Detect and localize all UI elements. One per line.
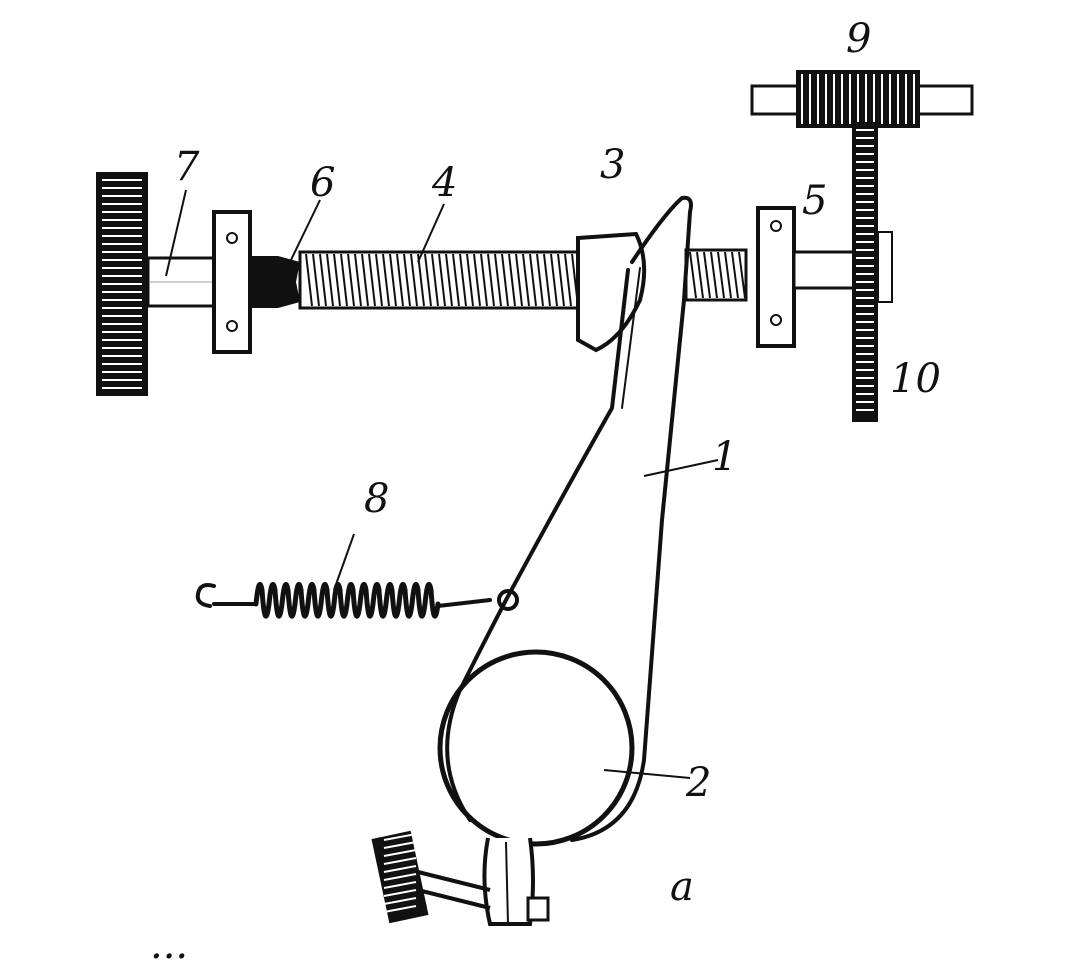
leader-lines (165, 189, 719, 779)
screw-right (684, 248, 748, 302)
label-ring: 2 (685, 760, 711, 806)
label-cam-block: 3 (600, 142, 625, 188)
pinion-shaft (750, 70, 974, 128)
label-bearing-right: 5 (802, 178, 827, 224)
handwheel (96, 172, 148, 396)
shaft-right (792, 250, 856, 290)
lead-screw (298, 250, 580, 310)
clamp-screw (371, 830, 550, 924)
cam-block (576, 231, 647, 353)
spring (195, 581, 519, 619)
ring (437, 649, 635, 926)
label-handwheel: 7 (174, 144, 200, 190)
shaft-left (146, 256, 218, 308)
label-lead-screw: 4 (431, 160, 457, 206)
bearing-left (212, 210, 252, 354)
figure-sub-label: a (670, 864, 694, 910)
arm (445, 195, 693, 842)
label-pinion: 9 (846, 16, 871, 62)
figure-caption-fragment: ... (150, 922, 188, 960)
label-gear-rack: 10 (890, 356, 941, 402)
label-tip: 6 (310, 160, 335, 206)
bearing-right (756, 206, 796, 348)
label-arm: 1 (712, 434, 737, 480)
tip-cone (250, 256, 300, 308)
label-spring: 8 (364, 476, 389, 522)
gear-rack (852, 122, 893, 422)
